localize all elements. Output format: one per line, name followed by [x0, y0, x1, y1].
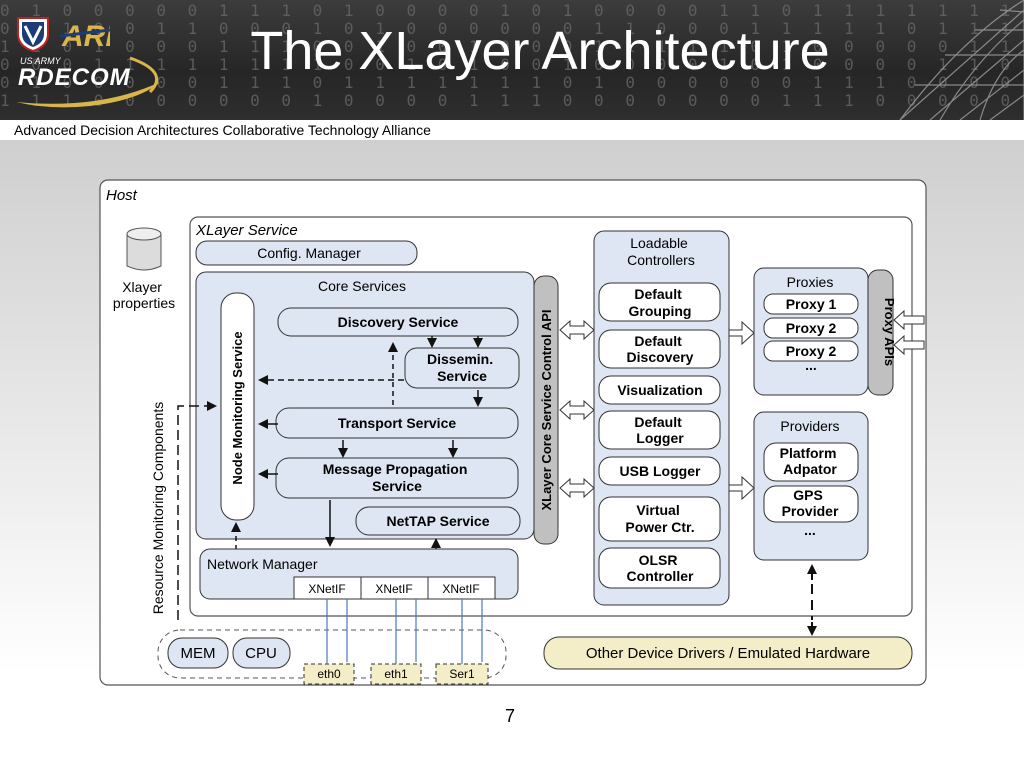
page-number: 7 [504, 706, 515, 726]
interface-boxes [303, 663, 489, 685]
other-drivers-label: Other Device Drivers / Emulated Hardware [586, 645, 870, 662]
core-arrows [231, 336, 483, 550]
controller-boxes [598, 282, 721, 589]
controller-label: USB Logger [620, 463, 701, 479]
core-control-api-bar [533, 275, 559, 545]
arl-logo: ARL [60, 20, 110, 52]
interface-label: eth0 [317, 667, 341, 681]
interface-label: eth1 [384, 667, 408, 681]
army-shield-logo [17, 17, 49, 52]
xlayer-properties-label: Xlayer properties [113, 279, 175, 311]
discovery-service-box [277, 307, 519, 337]
node-monitoring-box [220, 292, 255, 521]
transport-service-label: Transport Service [338, 415, 456, 431]
proxy-label: Proxy 1 [786, 296, 837, 312]
resource-monitoring-label: Resource Monitoring Components [150, 402, 166, 614]
network-manager-label: Network Manager [207, 556, 318, 572]
core-services-label: Core Services [318, 278, 406, 294]
cpu-box [232, 637, 291, 669]
providers-label: Providers [780, 418, 839, 434]
slide-title: The XLayer Architecture [250, 21, 830, 81]
message-propagation-label: Message Propagation Service [323, 461, 472, 494]
xlayer-architecture-diagram: Host Xlayer properties XLayer Service Co… [99, 179, 927, 686]
core-control-api-label: XLayer Core Service Control API [539, 309, 554, 510]
other-drivers-box [543, 636, 913, 670]
proxy-boxes [763, 293, 859, 362]
config-manager-box [195, 240, 418, 266]
transport-service-box [275, 407, 519, 439]
provider-boxes [763, 442, 859, 523]
xlayer-service-label: XLayer Service [195, 222, 298, 239]
title-banner: 0 1 0 0 0 0 0 1 1 1 0 1 0 0 0 0 1 0 1 0 … [0, 0, 1024, 120]
controller-label: OLSR Controller [627, 552, 694, 584]
controller-label: Default Discovery [627, 333, 694, 365]
rdecom-logo-text: RDECOM [18, 64, 131, 91]
nettap-service-label: NetTAP Service [387, 513, 490, 529]
config-manager-label: Config. Manager [257, 245, 361, 261]
controller-label: Default Grouping [629, 286, 692, 319]
provider-label: GPS Provider [782, 487, 839, 519]
discovery-service-label: Discovery Service [338, 314, 459, 330]
us-army-label: US ARMY [20, 56, 61, 66]
org-line: Advanced Decision Architectures Collabor… [0, 120, 1024, 140]
proxies-label: Proxies [787, 274, 834, 290]
interface-links [326, 599, 483, 664]
xnetif-label: XNetIF [308, 582, 345, 596]
proxy-label: Proxy 2 [786, 343, 837, 359]
cpu-label: CPU [245, 645, 277, 662]
proxy-api-arrows [893, 309, 925, 356]
resource-monitoring-bracket [177, 401, 217, 620]
node-monitoring-label: Node Monitoring Service [230, 331, 245, 484]
host-label: Host [106, 187, 138, 204]
rdecom-swoosh-icon [16, 56, 160, 108]
proxy-apis-bar [867, 269, 894, 396]
nettap-service-box [355, 506, 521, 536]
banner-decorations [899, 0, 1024, 120]
proxy-label: Proxy 2 [786, 320, 837, 336]
binary-pattern-background: 0 1 0 0 0 0 0 1 1 1 0 1 0 0 0 0 1 0 1 0 … [0, 2, 1017, 110]
interface-label: Ser1 [449, 667, 475, 681]
xnetif-label: XNetIF [442, 582, 479, 596]
dissemin-service-box [404, 347, 520, 389]
mem-label: MEM [181, 645, 216, 662]
proxy-apis-label: Proxy APIs [882, 298, 897, 366]
xnetif-label: XNetIF [375, 582, 412, 596]
controller-label: Virtual Power Ctr. [625, 502, 694, 535]
controller-label: Visualization [617, 382, 702, 398]
database-icon [126, 227, 162, 271]
loadable-controllers-label: Loadable Controllers [627, 235, 695, 268]
message-propagation-box [275, 457, 519, 499]
controller-label: Default Logger [634, 414, 685, 446]
proxy-ellipsis: ... [805, 357, 817, 373]
mem-box [167, 637, 229, 669]
provider-label: Platform Adpator [780, 445, 841, 477]
provider-ellipsis: ... [804, 522, 816, 538]
dissemin-service-label: Dissemin. Service [427, 351, 497, 384]
